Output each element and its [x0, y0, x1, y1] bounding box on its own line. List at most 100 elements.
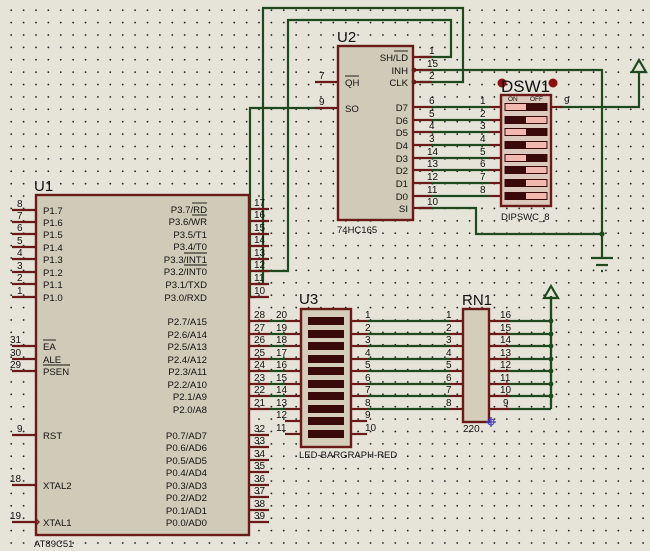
dsw1-switch-6[interactable]: 6 — [480, 159, 548, 174]
u3-pin-4[interactable]: 4 — [351, 348, 371, 361]
u3-pin-9[interactable]: 9 — [351, 410, 371, 423]
wire-dsw-vcc[interactable] — [560, 72, 641, 109]
u3-pin-1[interactable]: 1 — [351, 310, 371, 323]
dsw1-switch-3[interactable]: 3 — [480, 121, 548, 136]
u3-pin-11[interactable]: 11 — [276, 423, 301, 436]
rn1-pin-11[interactable]: 11 — [489, 373, 511, 386]
ground-terminal[interactable] — [591, 256, 613, 273]
vcc-terminal-rn[interactable] — [542, 283, 560, 300]
u2-pin-4[interactable]: 4D5 — [396, 121, 435, 139]
u2-pin-1[interactable]: 1SH/LD — [380, 46, 435, 64]
rn1-pin-8[interactable]: 8 — [446, 398, 463, 411]
u3-pin-17[interactable]: 17 — [276, 348, 301, 361]
u1-pin-3[interactable]: 3P1.2 — [12, 261, 63, 279]
rn1-pin-7[interactable]: 7 — [446, 385, 463, 398]
u3-pin-6[interactable]: 6 — [351, 373, 371, 386]
u3-pin-13[interactable]: 13 — [276, 398, 301, 411]
u1-pin-4[interactable]: 4P1.3 — [12, 248, 63, 266]
rn1-pin-12[interactable]: 12 — [489, 360, 512, 373]
rn1-pin-9[interactable]: 9 — [489, 398, 510, 411]
rn1-pin-10[interactable]: 10 — [489, 385, 512, 398]
rn1-pin-15[interactable]: 15 — [489, 323, 512, 336]
u3-pin-3[interactable]: 3 — [351, 335, 371, 348]
u1-pin-2[interactable]: 2P1.1 — [12, 273, 63, 291]
u2-pin-9[interactable]: 9SO — [315, 97, 359, 115]
wire-inh-gnd[interactable] — [420, 68, 604, 258]
u1-pin-1[interactable]: 1P1.0 — [12, 286, 63, 304]
u2-pin-3[interactable]: 3D4 — [396, 134, 435, 152]
u2-pin-6[interactable]: 6D7 — [396, 96, 435, 114]
u3-pin-8[interactable]: 8 — [351, 398, 371, 411]
rn1-pin-5[interactable]: 5 — [446, 360, 463, 373]
rn1-pin-1[interactable]: 1 — [446, 310, 463, 323]
rn1-pin-16[interactable]: 16 — [489, 310, 512, 323]
u3-pin-10[interactable]: 10 — [351, 423, 377, 436]
u3-pin-14[interactable]: 14 — [276, 385, 301, 398]
u2-pin-5[interactable]: 5D6 — [396, 109, 435, 127]
u3-pin-12[interactable]: 12 — [276, 410, 301, 423]
u1-pin-7[interactable]: 7P1.6 — [12, 211, 63, 229]
dsw1-switch-4[interactable]: 4 — [480, 134, 548, 149]
dsw1-switch-8[interactable]: 8 — [480, 185, 548, 200]
u3-pin-2[interactable]: 2 — [351, 323, 371, 336]
u1-pin-8[interactable]: 8P1.7 — [12, 199, 63, 217]
rn1-pin-2[interactable]: 2 — [446, 323, 463, 336]
u3-pin-7[interactable]: 7 — [351, 385, 371, 398]
rn1-pin-13[interactable]: 13 — [489, 348, 512, 361]
u3-pin-20[interactable]: 20 — [276, 310, 301, 323]
u3-pin-5[interactable]: 5 — [351, 360, 371, 373]
u3-pin-15[interactable]: 15 — [276, 373, 301, 386]
wire-int0-shld[interactable] — [255, 18, 453, 273]
vcc-terminal-top[interactable] — [630, 57, 648, 74]
u1-pin-6[interactable]: 6P1.5 — [12, 223, 63, 241]
dsw1-switch-5[interactable]: 5 — [480, 147, 548, 162]
component-u1[interactable]: U1 AT89C51 8P1.77P1.66P1.55P1.44P1.33P1.… — [10, 178, 269, 550]
u3-pin-16[interactable]: 16 — [276, 360, 301, 373]
rn1-pin-14[interactable]: 14 — [489, 335, 512, 348]
rn1-pin-6[interactable]: 6 — [446, 373, 463, 386]
rn1-pin-4[interactable]: 4 — [446, 348, 463, 361]
u1-pin-5[interactable]: 5P1.4 — [12, 236, 63, 254]
dsw1-switch-2[interactable]: 2 — [480, 109, 548, 124]
wire-si-gnd[interactable] — [420, 206, 602, 236]
dsw1-switch-7[interactable]: 7 — [480, 172, 548, 187]
